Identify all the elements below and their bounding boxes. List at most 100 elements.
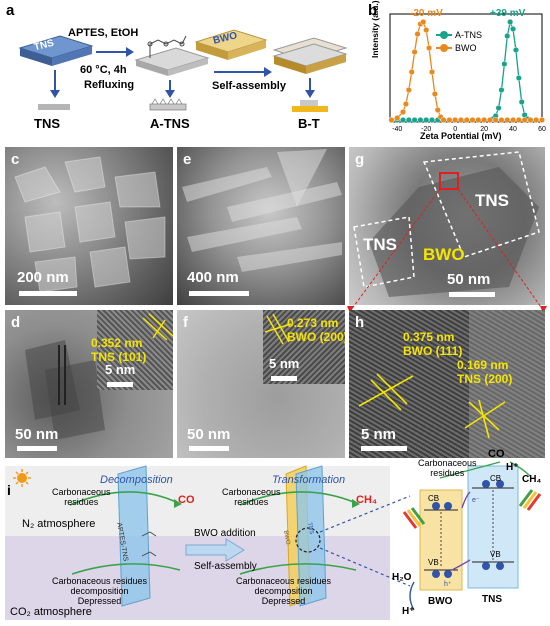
temperature-text: 60 °C, 4h <box>80 64 127 76</box>
panel-h-spacing-2: 0.169 nm <box>457 358 509 372</box>
data-point-bwo <box>402 100 409 107</box>
data-point-bwo <box>400 108 407 115</box>
panel-h-spacing-1: 0.375 nm <box>403 330 455 344</box>
data-point-bwo <box>405 86 412 93</box>
legend-label-bwo: BWO <box>455 42 477 53</box>
data-point-bwo <box>426 45 433 52</box>
x-tick-label: 20 <box>480 126 488 133</box>
panel-d-spacing: 0.352 nm <box>91 336 143 350</box>
chart-series <box>388 18 545 123</box>
decomposition-text: Decomposition <box>100 474 173 486</box>
co-product-right: CO <box>488 448 505 460</box>
legend-label-atns: A-TNS <box>455 29 482 40</box>
panel-d-label: d <box>11 314 21 331</box>
panel-d-inset-scalebar <box>107 382 133 387</box>
panel-a-label: a <box>6 2 15 19</box>
chart-annotation-bwo: -20 mV <box>410 8 443 19</box>
panel-a-schematic <box>18 29 348 112</box>
data-point-bwo <box>428 69 435 76</box>
data-point-a-tns <box>501 61 508 68</box>
n2-region <box>5 466 390 536</box>
panel-b-label: b <box>368 2 378 19</box>
panel-d-plane: TNS (101) <box>91 350 147 364</box>
co2-atmosphere-label: CO₂ atmosphere <box>10 606 92 618</box>
transformation-text: Transformation <box>272 474 346 486</box>
panel-f-plane: BWO (200) <box>287 330 345 344</box>
data-point-a-tns <box>515 74 522 81</box>
data-point-bwo <box>423 27 430 34</box>
data-point-a-tns <box>504 33 511 40</box>
electron-label: e⁻ <box>472 497 480 504</box>
panel-h-plane-2: TNS (200) <box>457 372 513 386</box>
chart-xlabel: Zeta Potential (mV) <box>420 131 502 141</box>
proton-label-bottom: H⁺ <box>402 606 415 617</box>
panel-c-sem-image: c 200 nm <box>5 147 173 305</box>
data-point-bwo <box>431 90 438 97</box>
panel-h-plane-1: BWO (111) <box>403 344 463 358</box>
self-assembly-text: Self-assembly <box>212 80 286 92</box>
panel-c-scale-text: 200 nm <box>17 269 69 286</box>
x-tick-label: 40 <box>509 126 517 133</box>
data-point-bwo <box>538 116 545 123</box>
data-point-a-tns <box>498 86 505 93</box>
n2-atmosphere-label: N₂ atmosphere <box>22 518 96 530</box>
panel-e-scale-text: 400 nm <box>187 269 239 286</box>
legend-swatch-atns <box>436 30 452 39</box>
panel-f-spacing: 0.273 nm <box>287 316 339 330</box>
data-point-a-tns <box>518 98 525 105</box>
band-tns-label: TNS <box>482 594 502 605</box>
panel-c-label: c <box>11 151 20 168</box>
data-point-bwo <box>408 69 415 76</box>
self-assembly-text-i: Self-assembly <box>194 561 257 572</box>
legend-item-atns: A-TNS <box>436 28 482 41</box>
panel-d-hrtem-inset <box>97 310 173 390</box>
hole-label: h⁺ <box>444 581 452 588</box>
cb-label-bwo: CB <box>428 494 440 503</box>
x-tick-label: -40 <box>392 126 402 133</box>
panel-f-label: f <box>183 314 188 331</box>
data-point-bwo <box>394 114 401 121</box>
reagents-text: APTES, EtOH <box>68 27 139 39</box>
data-point-a-tns <box>495 104 502 111</box>
panel-f-tem-image: f 0.273 nm BWO (200) 5 nm 50 nm <box>177 310 345 458</box>
data-point-a-tns <box>507 18 514 25</box>
panel-f-hrtem-inset <box>263 310 345 384</box>
data-point-a-tns <box>512 47 519 54</box>
panel-e-sem-image: e 400 nm <box>177 147 345 305</box>
data-point-a-tns <box>510 26 517 33</box>
chart-annotation-atns: +39 mV <box>490 8 526 19</box>
bt-product-label: B-T <box>298 116 320 131</box>
atns-product-label: A-TNS <box>150 116 190 131</box>
data-point-bwo <box>411 49 418 56</box>
legend-item-bwo: BWO <box>436 41 482 54</box>
proton-product-right: H⁺ <box>506 462 519 473</box>
sun-icon <box>13 469 31 487</box>
co-product-left: CO <box>178 494 195 506</box>
panel-e-scalebar <box>189 291 249 296</box>
panel-e-label: e <box>183 151 192 168</box>
panel-d-inset-scale-text: 5 nm <box>105 362 136 377</box>
panel-i-label: i <box>7 482 11 498</box>
panel-h-scalebar <box>361 446 407 451</box>
panel-h-hrtem-image: h 0.375 nm BWO (111) 0.169 nm TNS (200) … <box>349 310 545 458</box>
water-label: H₂O <box>392 572 412 583</box>
refluxing-text: Refluxing <box>84 79 135 91</box>
panel-f-scalebar <box>189 446 229 451</box>
panel-g-label: g <box>355 151 365 168</box>
x-tick-label: 0 <box>453 126 457 133</box>
data-point-bwo <box>420 18 427 25</box>
panel-d-scale-text: 50 nm <box>15 426 59 443</box>
panel-d-tem-image: d 0.352 nm TNS (101) 5 nm 50 nm <box>5 310 173 458</box>
panel-f-inset-scalebar <box>271 376 297 381</box>
vb-label-bwo: VB <box>428 558 439 567</box>
panel-d-scalebar <box>17 446 57 451</box>
ch4-product-right: CH₄ <box>522 474 542 485</box>
chart-legend: A-TNS BWO <box>436 28 482 54</box>
x-tick-label: -20 <box>421 126 431 133</box>
